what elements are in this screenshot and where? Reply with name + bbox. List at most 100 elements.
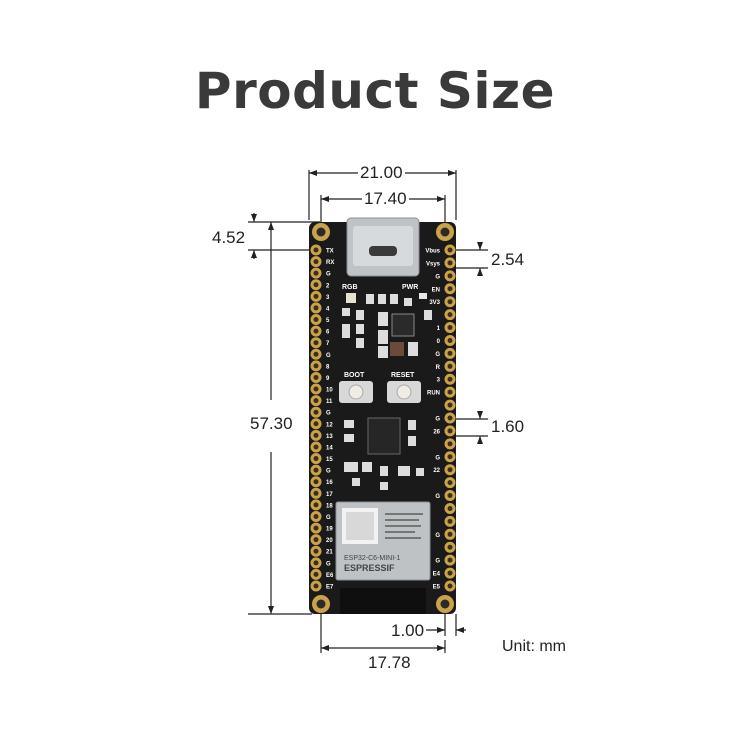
left-pin-label: G — [326, 411, 331, 417]
right-pad-hole — [447, 544, 453, 550]
dim-length: 57.30 — [248, 414, 295, 434]
right-pin-label: 3V3 — [429, 300, 440, 306]
left-pad-hole — [313, 386, 319, 392]
reset-label: RESET — [391, 372, 415, 379]
left-pad-hole — [313, 374, 319, 380]
left-pad-hole — [313, 513, 319, 519]
left-pin-label: 7 — [326, 341, 330, 347]
right-pad-hole — [447, 299, 453, 305]
boot-label: BOOT — [344, 372, 365, 379]
right-pad-hole — [447, 454, 453, 460]
left-pad-hole — [313, 467, 319, 473]
right-pad-hole — [447, 247, 453, 253]
right-pad-hole — [447, 286, 453, 292]
dim-pin-pitch-mid: 1.60 — [489, 417, 527, 437]
right-pad-hole — [447, 350, 453, 356]
right-pad-hole — [447, 389, 453, 395]
dim-hole-offset: 1.00 — [389, 621, 427, 641]
left-pin-label: 6 — [326, 330, 330, 336]
right-pad-hole — [447, 467, 453, 473]
left-pad-hole — [313, 328, 319, 334]
left-pin-label: G — [326, 561, 331, 567]
left-pin-label: 8 — [326, 364, 330, 370]
passive-components — [342, 294, 432, 358]
right-pad-hole — [447, 505, 453, 511]
right-pin-label: 3 — [437, 378, 441, 384]
dim-pin-pitch-top: 2.54 — [489, 250, 527, 270]
left-pad-hole — [313, 490, 319, 496]
right-pin-label: 0 — [437, 339, 441, 345]
right-pad-hole — [447, 428, 453, 434]
right-pad-hole — [447, 557, 453, 563]
right-pad-hole — [447, 325, 453, 331]
dim-row-spacing: 17.40 — [362, 189, 409, 209]
unit-label: Unit: mm — [502, 638, 566, 655]
left-pad-hole — [313, 259, 319, 265]
left-pin-label: 19 — [326, 527, 333, 533]
left-pin-label: 14 — [326, 445, 333, 451]
left-pad-hole — [313, 340, 319, 346]
dim-total-width: 21.00 — [358, 163, 405, 183]
left-pin-label: 2 — [326, 283, 330, 289]
left-pin-label: 17 — [326, 492, 333, 498]
right-pin-label: 22 — [433, 468, 440, 474]
rgb-label: RGB — [342, 284, 358, 291]
right-pin-label: RUN — [427, 391, 440, 397]
left-pin-label: RX — [326, 260, 334, 266]
mounting-holes — [312, 223, 454, 613]
regulator-chip — [391, 313, 415, 337]
left-pad-hole — [313, 270, 319, 276]
right-pin-label: E4 — [433, 572, 441, 578]
rgb-led — [346, 293, 356, 303]
left-pad-hole — [313, 282, 319, 288]
right-pad-hole — [447, 260, 453, 266]
right-pad-hole — [447, 312, 453, 318]
pwr-label: PWR — [402, 284, 418, 291]
left-pad-hole — [313, 247, 319, 253]
right-pin-label: R — [436, 365, 441, 371]
right-pin-label: G — [435, 274, 440, 280]
left-pad-hole — [313, 305, 319, 311]
right-pin-label: 1 — [437, 326, 441, 332]
castellated-pads: TXRXG234567G891011G12131415G161718G19202… — [310, 244, 456, 592]
left-pin-label: G — [326, 515, 331, 521]
left-pad-hole — [313, 560, 319, 566]
right-pad-hole — [447, 531, 453, 537]
left-pin-label: E7 — [326, 585, 334, 591]
left-pin-label: 15 — [326, 457, 333, 463]
inductor — [390, 342, 404, 356]
right-pad-hole — [447, 402, 453, 408]
right-pad-hole — [447, 493, 453, 499]
right-pin-label: G — [435, 494, 440, 500]
left-pad-hole — [313, 432, 319, 438]
esp-module: ESP32-C6-MINI-1 ESPRESSIF — [335, 501, 431, 581]
left-pad-hole — [313, 456, 319, 462]
left-pad-hole — [313, 317, 319, 323]
right-pin-label: Vsys — [426, 261, 441, 267]
left-pad-hole — [313, 571, 319, 577]
dim-hole-spacing: 17.78 — [366, 653, 413, 673]
left-pad-hole — [313, 409, 319, 415]
left-pad-hole — [313, 548, 319, 554]
left-pad-hole — [313, 479, 319, 485]
right-pin-label: G — [435, 533, 440, 539]
left-pad-hole — [313, 398, 319, 404]
right-pin-label: G — [435, 559, 440, 565]
antenna-area — [340, 588, 426, 614]
module-model-label: ESP32-C6-MINI-1 — [344, 555, 401, 562]
right-pad-hole — [447, 480, 453, 486]
left-pin-label: G — [326, 469, 331, 475]
left-pin-label: TX — [326, 249, 334, 255]
right-pin-label: G — [435, 352, 440, 358]
pcb-board: TXRXG234567G891011G12131415G161718G19202… — [309, 217, 456, 614]
left-pin-label: 13 — [326, 434, 333, 440]
left-pin-label: 4 — [326, 306, 330, 312]
right-pad-hole — [447, 583, 453, 589]
left-pin-label: 21 — [326, 550, 333, 556]
left-pad-hole — [313, 537, 319, 543]
left-pin-label: G — [326, 353, 331, 359]
left-pin-label: 18 — [326, 503, 333, 509]
left-pad-hole — [313, 421, 319, 427]
left-pin-label: G — [326, 272, 331, 278]
